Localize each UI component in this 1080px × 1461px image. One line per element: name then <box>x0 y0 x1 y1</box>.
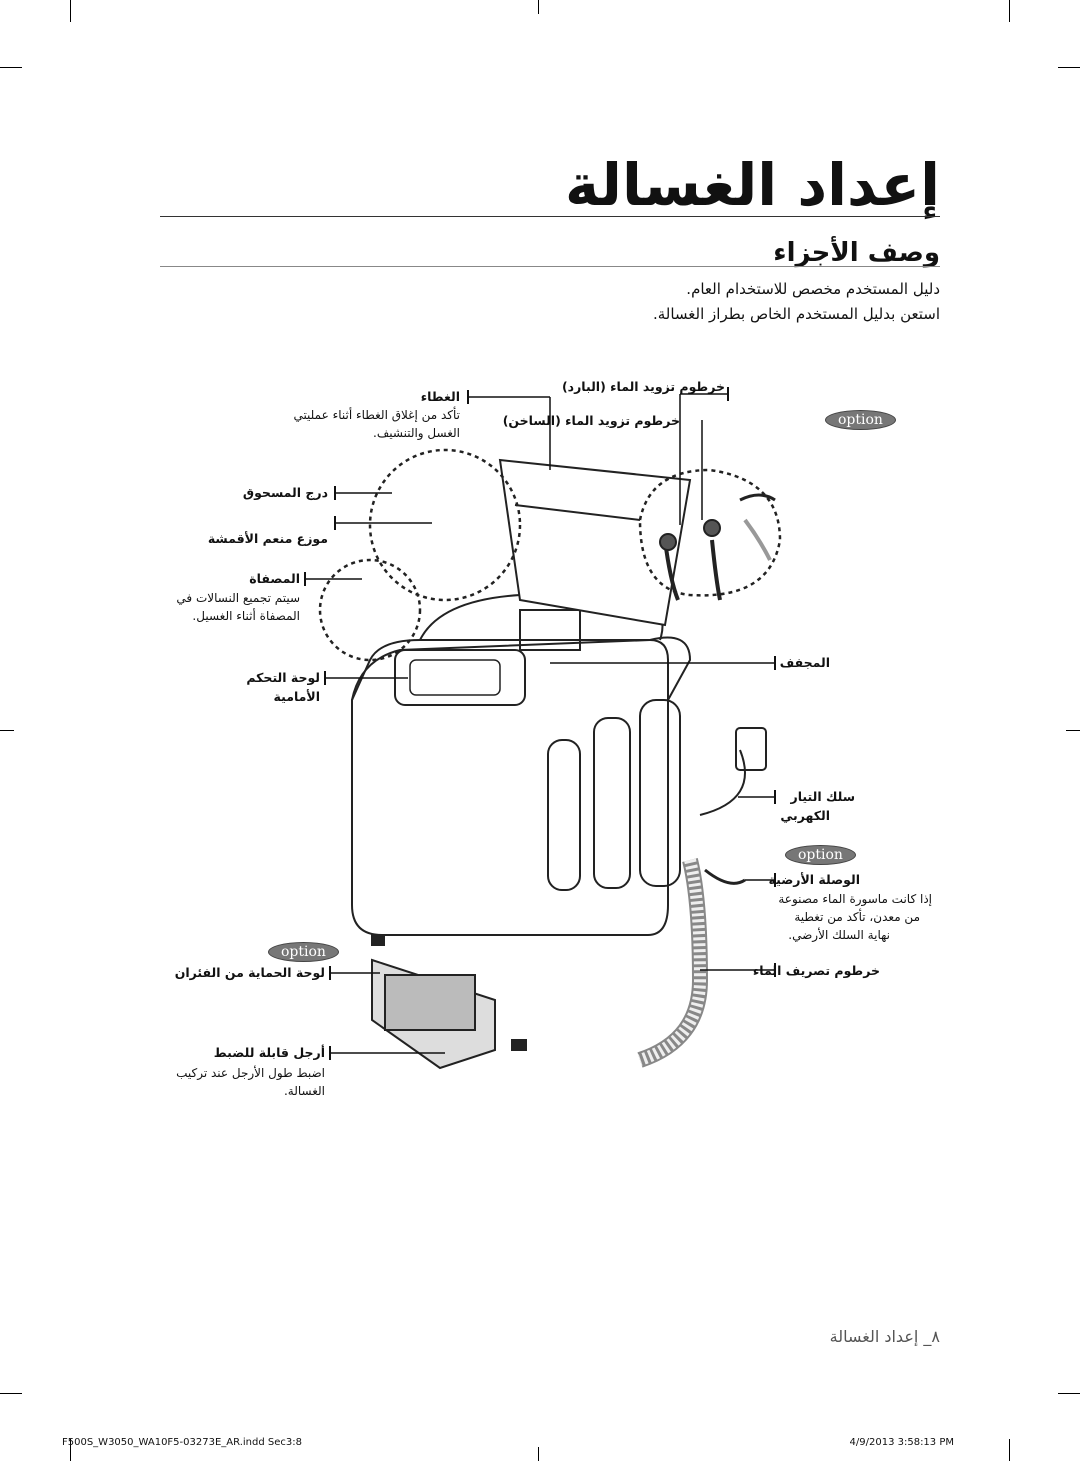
label-ground-4: نهاية السلك الأرضي. <box>788 928 890 942</box>
label-lid-desc-1: تأكد من إغلاق الغطاء أثناء عمليتي <box>293 408 460 422</box>
label-filter: المصفاة <box>249 571 300 586</box>
label-leveling-foot: أرجل قابلة للضبط <box>213 1045 325 1060</box>
label-softener-dispenser: موزع منعم الأقمشة <box>207 531 328 546</box>
crop-mark <box>0 730 14 731</box>
section-heading: وصف الأجزاء <box>773 238 940 268</box>
crop-mark <box>1009 0 1010 22</box>
crop-mark <box>538 0 539 14</box>
title-divider <box>160 216 940 217</box>
crop-mark <box>0 67 22 68</box>
crop-mark <box>70 1439 71 1461</box>
crop-mark <box>1058 67 1080 68</box>
label-power-cord-2: الكهربي <box>780 808 830 823</box>
label-power-cord-1: سلك التيار <box>790 789 855 804</box>
label-filter-desc-2: المصفاة أثناء الغسيل. <box>192 609 300 623</box>
label-ground-1: الوصلة الأرضية <box>768 872 860 887</box>
label-ground-3: من معدن، تأكد من تغطية <box>794 910 920 924</box>
cabinet-body <box>351 639 669 936</box>
crop-mark <box>70 0 71 22</box>
intro-line-2: استعن بدليل المستخدم الخاص بطراز الغسالة… <box>652 305 940 323</box>
label-leveling-desc-1: اضبط طول الأرجل عند تركيب <box>176 1066 325 1080</box>
footer-filename: F500S_W3050_WA10F5-03273E_AR.indd Sec3:8 <box>62 1437 302 1448</box>
power-cord <box>699 749 746 816</box>
label-ground-2: إذا كانت ماسورة الماء مصنوعة <box>778 892 932 906</box>
label-filter-desc-1: سيتم تجميع النسالات في <box>176 591 300 605</box>
detergent-callout <box>368 448 522 602</box>
label-cold-hose: خرطوم تزويد الماء (البارد) <box>561 379 725 394</box>
label-hot-hose: خرطوم تزويد الماء (الساخن) <box>502 413 680 428</box>
label-leveling-desc-2: الغسالة. <box>283 1084 325 1098</box>
label-bottom-cover: لوحة الحماية من الفئران <box>174 965 325 980</box>
section-divider <box>160 266 940 267</box>
crop-mark <box>538 1447 539 1461</box>
intro-line-1: دليل المستخدم مخصص للاستخدام العام. <box>686 280 940 298</box>
crop-mark <box>1009 1439 1010 1461</box>
footer-date: 4/9/2013 3:58:13 PM <box>849 1437 954 1448</box>
label-control-panel-1: لوحة التحكم <box>246 670 320 685</box>
filter-callout <box>318 558 422 662</box>
lid <box>498 458 692 627</box>
page-title: إعداد الغسالة <box>565 151 940 219</box>
crop-mark <box>1066 730 1080 731</box>
label-lid-desc-2: الغسل والتنشيف. <box>373 426 460 440</box>
label-drain-hose: خرطوم تصريف الماء <box>752 963 880 978</box>
label-tub: المجفف <box>779 655 830 670</box>
label-lid: الغطاء <box>420 389 460 404</box>
wall-socket <box>735 727 767 771</box>
option-badge: option <box>785 845 856 865</box>
label-control-panel-2: الأمامية <box>273 689 320 704</box>
crop-mark <box>0 1393 22 1394</box>
option-badge: option <box>825 410 896 430</box>
option-badge: option <box>268 942 339 962</box>
crop-mark <box>1058 1393 1080 1394</box>
page-number-label: ٨_ إعداد الغسالة <box>829 1327 940 1346</box>
label-detergent-drawer: درج المسحوق <box>242 485 328 500</box>
